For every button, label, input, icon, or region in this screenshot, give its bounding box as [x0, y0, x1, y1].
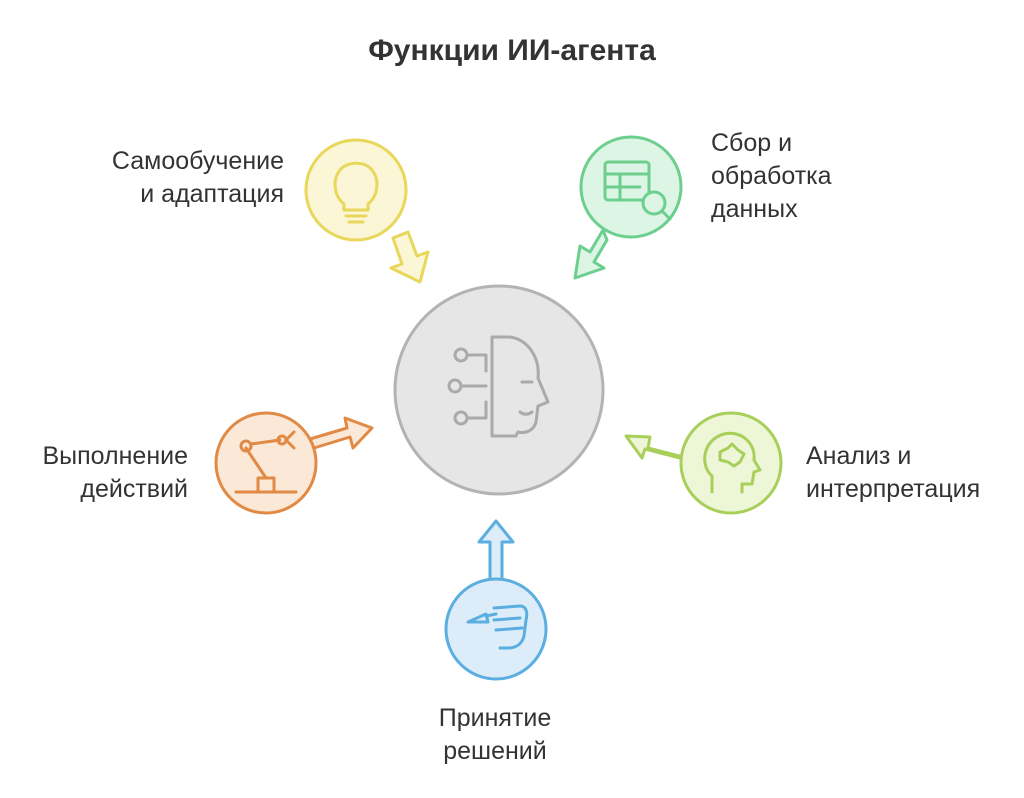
head-puzzle-icon: [703, 431, 762, 494]
label-collect-line2: обработка: [711, 162, 832, 190]
label-decision-line2: решений: [443, 737, 547, 765]
label-learning: Самообучение и адаптация: [112, 145, 284, 211]
table-magnifier-icon: [603, 160, 672, 221]
label-action-line1: Выполнение: [42, 442, 188, 470]
label-action: Выполнение действий: [42, 440, 188, 506]
hand-pen-icon: [466, 604, 529, 650]
label-learning-line1: Самообучение: [111, 147, 284, 175]
ai-head-circuit-icon: [447, 335, 550, 438]
label-decision-line1: Принятие: [438, 704, 552, 732]
label-learning-line2: и адаптация: [140, 180, 284, 208]
label-decision: Принятие решений: [0, 702, 990, 768]
label-collect-line1: Сбор и: [711, 129, 793, 157]
label-analysis-line2: интерпретация: [806, 475, 981, 503]
label-analysis: Анализ и интерпретация: [806, 440, 980, 506]
node-action: [214, 411, 374, 515]
label-analysis-line1: Анализ и: [806, 442, 912, 470]
node-analysis: [624, 411, 783, 515]
robot-arm-icon: [234, 430, 298, 494]
label-action-line2: действий: [80, 475, 188, 503]
center-node: [393, 284, 605, 496]
node-decision: [444, 519, 548, 681]
label-collect-line3: данных: [711, 195, 798, 223]
label-collect: Сбор и обработка данных: [711, 127, 832, 226]
lightbulb-icon: [333, 161, 379, 224]
page-title: Функции ИИ-агента: [368, 34, 656, 67]
node-learning: [304, 138, 430, 284]
node-collect: [573, 135, 683, 280]
